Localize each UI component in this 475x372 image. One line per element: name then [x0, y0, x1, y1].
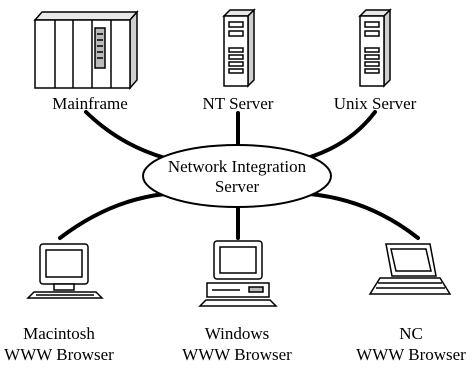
nt-server-label: NT Server — [202, 94, 274, 113]
nc-label-line2: WWW Browser — [356, 345, 466, 364]
mainframe-icon — [33, 10, 139, 90]
nc-label-line1: NC — [399, 324, 423, 343]
link-nc — [308, 192, 420, 240]
unix-server-label: Unix Server — [333, 94, 417, 113]
hub-label-line1: Network Integration — [167, 157, 307, 176]
mainframe-label: Mainframe — [52, 94, 128, 113]
link-mainframe — [84, 110, 167, 160]
hub-label-line2: Server — [214, 177, 260, 196]
link-macintosh — [58, 192, 167, 240]
connection-lines — [58, 110, 420, 240]
windows-computer-icon — [198, 240, 278, 307]
macintosh-label-line1: Macintosh — [23, 324, 95, 343]
macintosh-label-line2: WWW Browser — [4, 345, 114, 364]
nc-laptop-icon — [368, 243, 452, 295]
unix-server-icon — [358, 8, 392, 88]
link-unix-server — [305, 110, 377, 160]
windows-label-line2: WWW Browser — [182, 345, 292, 364]
macintosh-computer-icon — [26, 243, 104, 299]
windows-label-line1: Windows — [204, 324, 270, 343]
nt-server-icon — [222, 8, 256, 88]
hub-ellipse — [142, 144, 332, 208]
